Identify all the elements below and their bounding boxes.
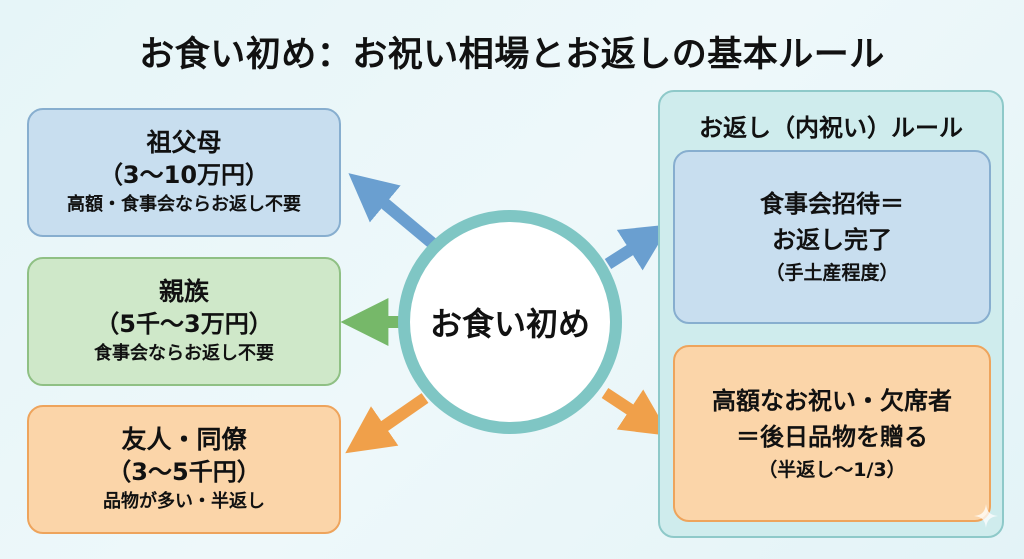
center-label: お食い初め [429,305,590,343]
rule-line1: 高額なお祝い・欠席者 [712,386,952,415]
rule-line2: ＝後日品物を贈る [736,422,928,451]
giver-card-relatives: 親族 （5千〜3万円） 食事会ならお返し不要 [27,257,341,386]
arrow-to-dinner-rule [604,224,671,271]
giver-note: 食事会ならお返し不要 [94,342,274,364]
giver-note: 高額・食事会ならお返し不要 [67,193,301,215]
rule-line1: 食事会招待＝ [760,190,904,218]
arrow-to-friends [345,393,429,454]
giver-name: 友人・同僚 [121,424,247,454]
page-title: お食い初め：お祝い相場とお返しの基本ルール [139,35,885,75]
rule-sub: （手土産程度） [765,262,899,284]
arrow-to-grandparents [348,173,436,248]
rule-sub: （半返し〜1/3） [758,458,906,481]
rule-card-dinner: 食事会招待＝ お返し完了 （手土産程度） [673,150,991,324]
rule-card-gift: 高額なお祝い・欠席者 ＝後日品物を贈る （半返し〜1/3） [673,345,991,522]
center-hub: お食い初め [398,210,622,434]
rule-line2: お返し完了 [772,226,892,254]
arrow-to-gift-rule [601,387,671,436]
return-rules-heading: お返し（内祝い）ルール [699,114,963,142]
giver-range: （3〜5千円） [107,457,261,486]
giver-card-grandparents: 祖父母 （3〜10万円） 高額・食事会ならお返し不要 [27,108,341,237]
sparkle-icon [974,504,998,528]
giver-note: 品物が多い・半返し [103,490,265,512]
giver-card-friends: 友人・同僚 （3〜5千円） 品物が多い・半返し [27,405,341,534]
giver-name: 祖父母 [146,127,222,157]
giver-range: （5千〜3万円） [95,309,273,338]
giver-name: 親族 [158,276,209,306]
giver-range: （3〜10万円） [98,160,270,189]
